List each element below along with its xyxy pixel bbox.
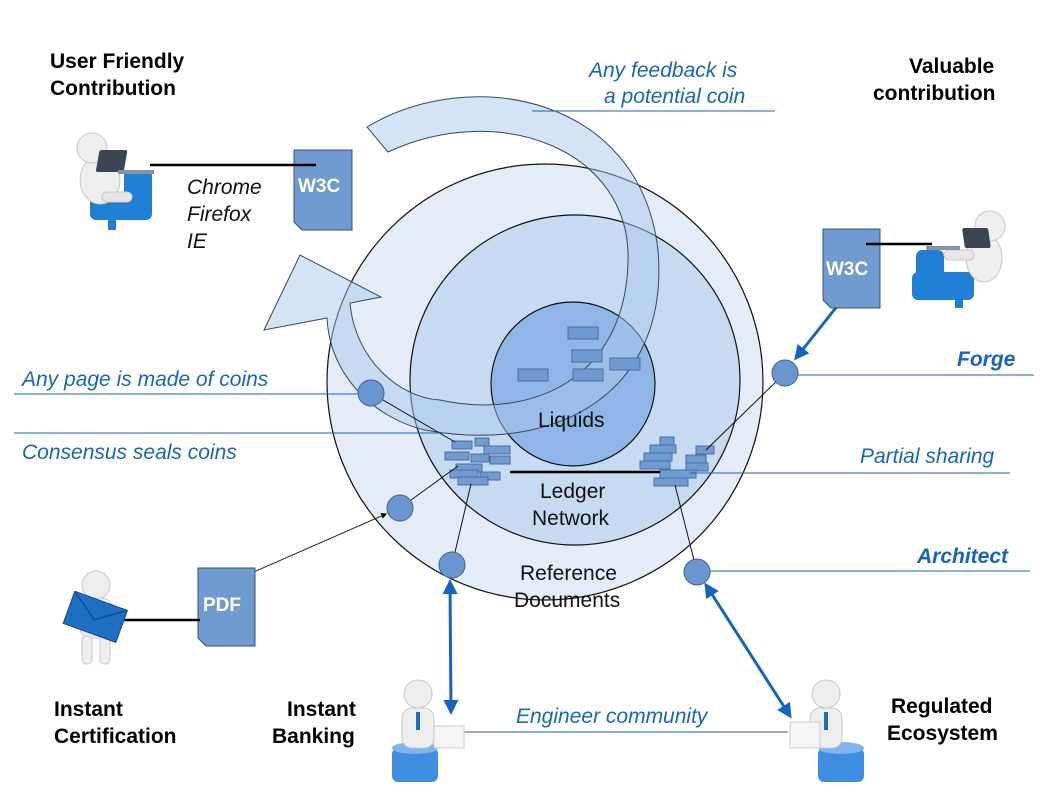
coin-block bbox=[649, 444, 677, 454]
node-architect[interactable] bbox=[683, 558, 711, 586]
pdf-document-label: PDF bbox=[203, 595, 241, 616]
nodes bbox=[357, 359, 799, 586]
annotation-feedback: Any feedback is a potential coin bbox=[587, 59, 745, 108]
coin-block bbox=[571, 349, 603, 363]
coin-block bbox=[653, 477, 689, 487]
regulated-user-icon bbox=[789, 679, 864, 782]
left-coin-cluster bbox=[444, 437, 511, 486]
actor-instant-certification: Instant Certification bbox=[54, 698, 177, 748]
annotation-underlines bbox=[14, 110, 1034, 733]
connector-line bbox=[705, 372, 786, 451]
node-banking[interactable] bbox=[438, 551, 466, 579]
coin-block bbox=[451, 440, 473, 450]
node-forge[interactable] bbox=[771, 359, 799, 387]
connector-line bbox=[370, 392, 456, 443]
annotation-forge: Forge bbox=[957, 348, 1016, 371]
coin-block bbox=[609, 357, 641, 371]
w3c-document-right[interactable]: W3C bbox=[822, 228, 881, 309]
coin-block bbox=[639, 460, 671, 470]
annotation-page-coins: Any page is made of coins bbox=[20, 368, 269, 391]
coin-block bbox=[483, 445, 511, 455]
coin-block bbox=[659, 436, 675, 446]
coin-block bbox=[474, 437, 490, 447]
w3c-document-left[interactable]: W3C bbox=[293, 149, 353, 231]
coin-block bbox=[643, 452, 673, 462]
pdf-arrow bbox=[238, 513, 388, 579]
browser-list: Chrome Firefox IE bbox=[187, 176, 268, 253]
actor-regulated: Regulated Ecosystem bbox=[887, 695, 998, 745]
annotation-engineer-community: Engineer community bbox=[516, 705, 709, 728]
coin-block bbox=[659, 469, 697, 479]
coin-block bbox=[567, 326, 599, 340]
node-consensus[interactable] bbox=[386, 494, 414, 522]
right-coin-cluster bbox=[639, 436, 715, 487]
liquid-coins bbox=[517, 326, 641, 382]
actor-instant-banking: Instant Banking bbox=[272, 698, 362, 748]
coin-block bbox=[695, 445, 715, 455]
annotation-architect: Architect bbox=[916, 545, 1009, 568]
architect-arrow bbox=[704, 582, 792, 719]
connector-line bbox=[451, 483, 472, 566]
actor-user-friendly: User Friendly Contribution bbox=[50, 50, 190, 100]
coin-block bbox=[517, 368, 549, 382]
w3c-document-right-label: W3C bbox=[826, 259, 869, 280]
coin-block bbox=[572, 368, 604, 382]
banking-user-icon bbox=[392, 679, 465, 782]
coin-block bbox=[457, 476, 489, 486]
actor-valuable: Valuable contribution bbox=[873, 55, 1000, 105]
coin-block bbox=[489, 455, 511, 465]
ring-label-ledger: Ledger Network bbox=[532, 480, 611, 530]
annotation-consensus: Consensus seals coins bbox=[22, 441, 237, 464]
banking-arrow bbox=[442, 579, 459, 715]
node-any-page[interactable] bbox=[357, 379, 385, 407]
connector-line bbox=[674, 484, 698, 573]
user-at-laptop-icon bbox=[76, 132, 154, 230]
envelope-holder-icon bbox=[62, 570, 129, 665]
valuable-contributor-icon bbox=[912, 210, 1006, 308]
w3c-document-left-label: W3C bbox=[298, 176, 341, 197]
coin-block bbox=[685, 454, 707, 464]
ring-label-liquids: Liquids bbox=[538, 409, 605, 432]
coin-block bbox=[470, 453, 490, 463]
feedback-cycle-arrow bbox=[263, 96, 660, 436]
ring-label-reference: Reference Documents bbox=[514, 562, 623, 612]
coin-block bbox=[479, 471, 501, 481]
coin-block bbox=[444, 451, 470, 461]
coin-block bbox=[685, 462, 709, 472]
annotation-partial-sharing: Partial sharing bbox=[860, 445, 995, 468]
pdf-document[interactable]: PDF bbox=[197, 567, 256, 647]
